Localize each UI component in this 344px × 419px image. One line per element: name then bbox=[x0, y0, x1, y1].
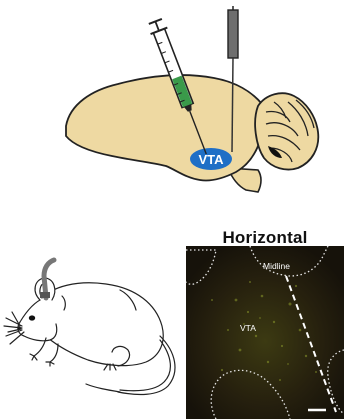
micrograph-title: Horizontal bbox=[186, 228, 344, 248]
cerebellum bbox=[255, 93, 318, 169]
micrograph: Midline VTA bbox=[186, 246, 344, 419]
cerebrum bbox=[66, 75, 266, 180]
vta-region-label: VTA bbox=[240, 323, 256, 333]
mouse-illustration bbox=[4, 278, 175, 394]
brain-schematic: VTA bbox=[66, 75, 318, 192]
midline-label: Midline bbox=[263, 261, 290, 271]
vta-label: VTA bbox=[198, 152, 224, 167]
micrograph-background bbox=[186, 246, 344, 419]
